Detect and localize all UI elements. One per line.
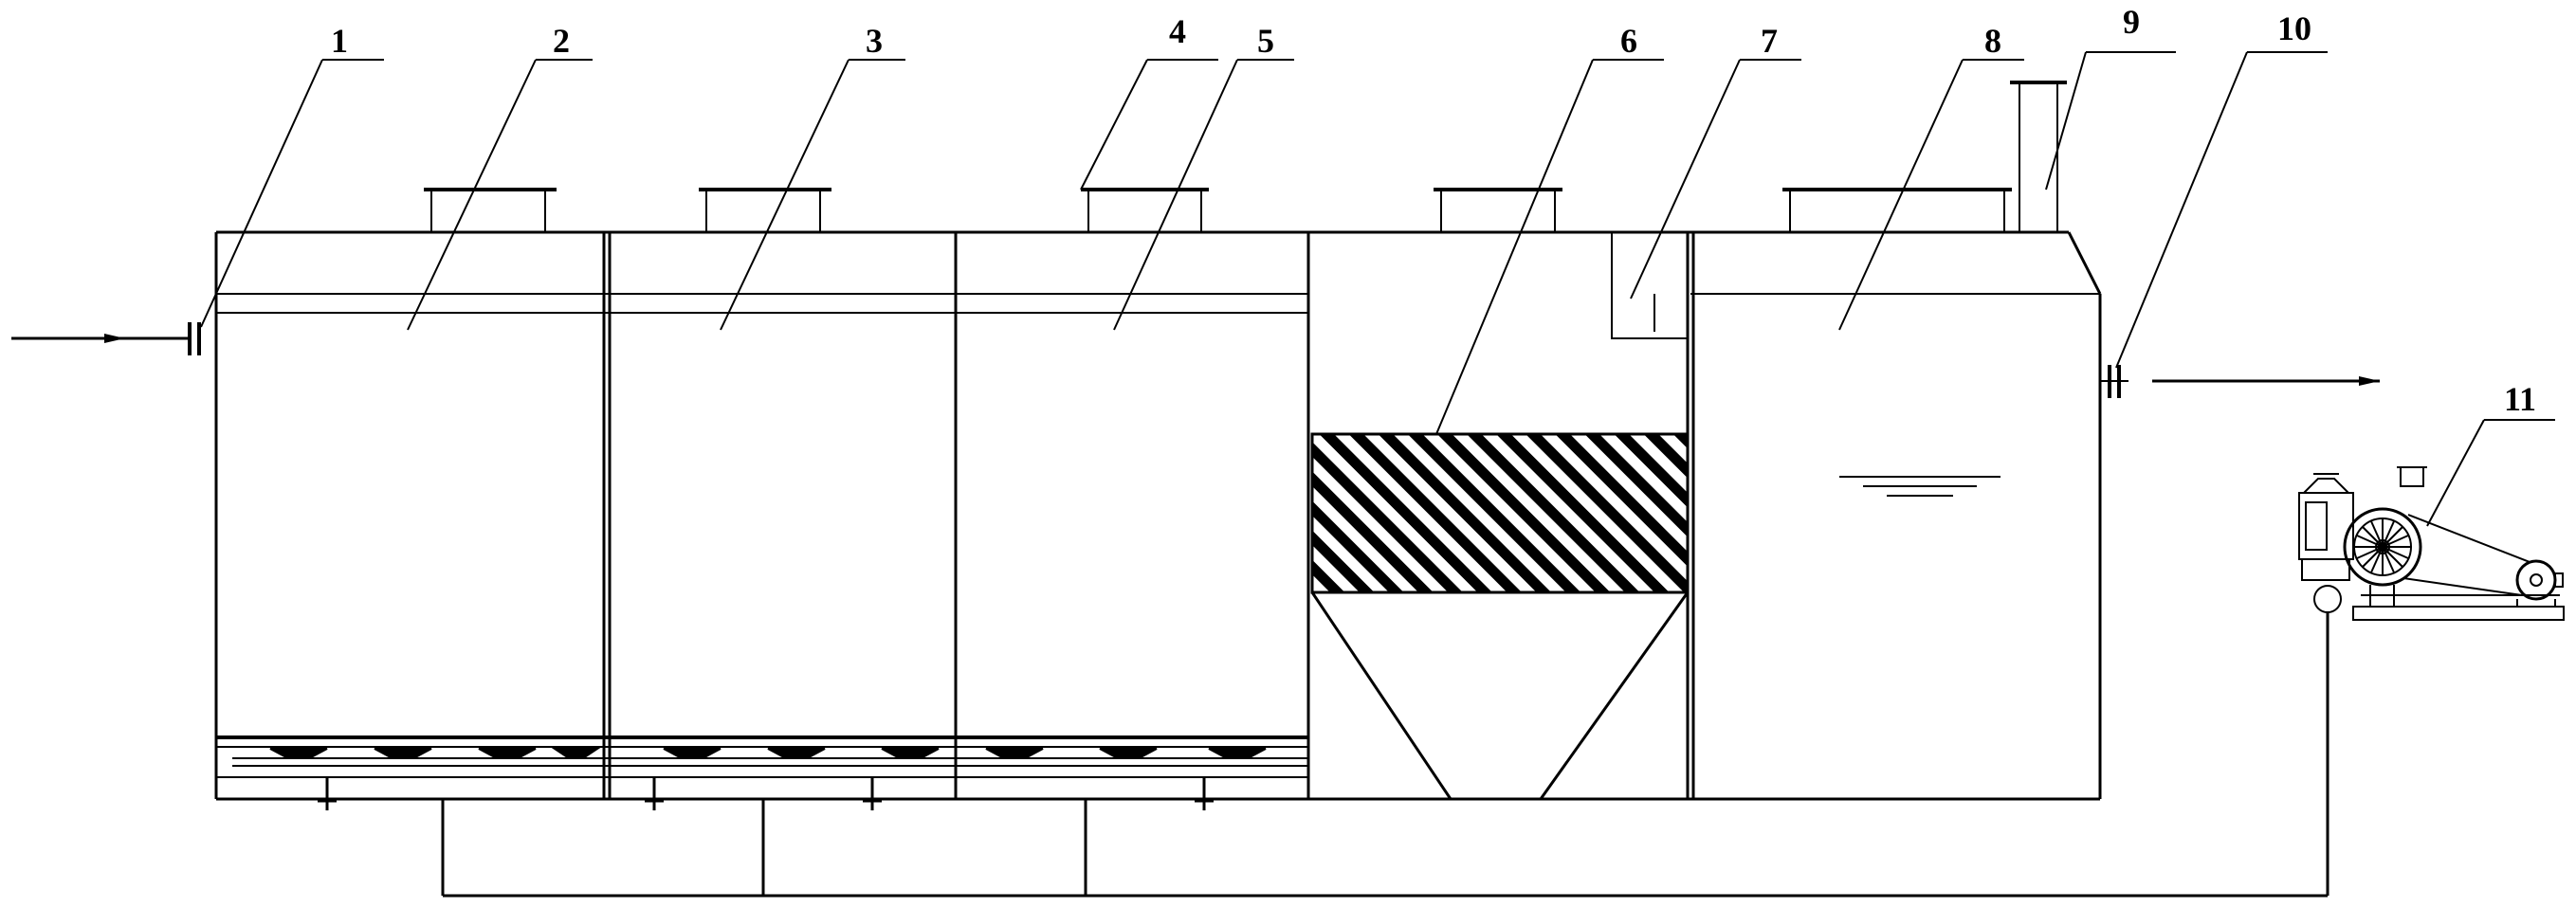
- label-11: 11: [2504, 380, 2536, 418]
- vent-pipe: [2010, 81, 2067, 232]
- water-level-symbol: [1839, 476, 2001, 497]
- label-3: 3: [866, 22, 883, 60]
- wheel-spokes: [2354, 518, 2411, 575]
- label-8: 8: [1984, 22, 2001, 60]
- label-10: 10: [2277, 9, 2311, 47]
- label-6: 6: [1620, 22, 1637, 60]
- sludge-hopper: [1310, 591, 1690, 800]
- manhole-2: [424, 188, 557, 232]
- overflow-weir: [1611, 231, 1689, 339]
- aeration-diffuser-system: [216, 735, 1308, 810]
- label-1: 1: [331, 22, 348, 60]
- air-supply-stubs: [318, 777, 1214, 810]
- manhole-8: [1782, 188, 2012, 232]
- compartment-partitions: [602, 232, 1695, 799]
- part-labels: 1 2 3 4 5 6 7 8 9 10 11: [331, 3, 2536, 418]
- diffuser-heads: [269, 748, 1267, 757]
- label-4: 4: [1169, 12, 1186, 50]
- label-9: 9: [2123, 3, 2140, 41]
- filter-media-layer: [1310, 432, 1690, 594]
- leader-lines: [200, 51, 2555, 527]
- air-distribution-pipe: [441, 611, 2329, 898]
- label-7: 7: [1761, 22, 1778, 60]
- label-2: 2: [553, 22, 570, 60]
- outlet-pipe: [2100, 365, 2380, 398]
- manhole-3: [699, 188, 831, 232]
- inlet-pipe: [11, 322, 201, 355]
- manhole-5: [1081, 188, 1209, 232]
- manhole-6: [1434, 188, 1562, 232]
- blower-assembly: [2298, 466, 2565, 621]
- tank-body: [214, 230, 2102, 801]
- label-5: 5: [1257, 22, 1274, 60]
